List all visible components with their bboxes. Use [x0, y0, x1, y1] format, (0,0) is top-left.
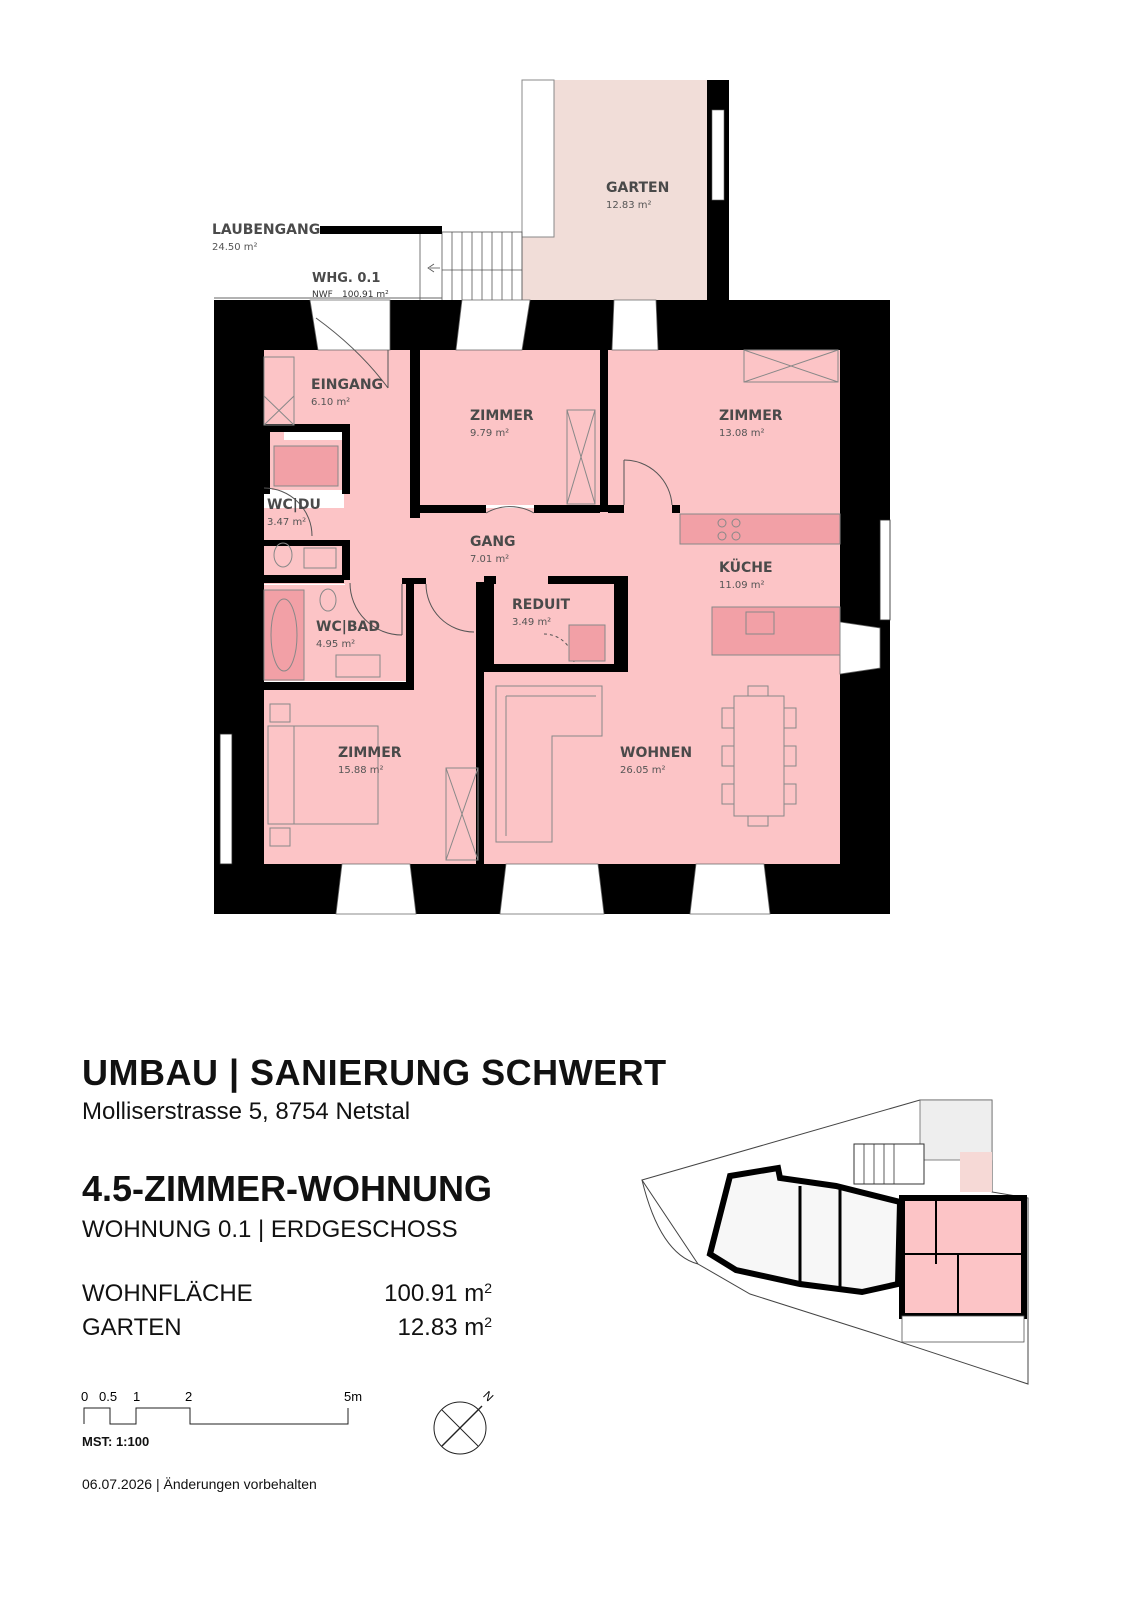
room-area-laubengang: 24.50 m²: [212, 242, 258, 253]
area-value: 12.83 m: [397, 1314, 485, 1341]
garden-area: [521, 79, 729, 302]
scale-tick-1: 1: [133, 1389, 140, 1404]
room-area-garten: 12.83 m²: [606, 200, 652, 211]
unit-nwf-value: 100.91 m²: [342, 290, 389, 300]
unit-detail: WOHNUNG 0.1 | ERDGESCHOSS: [82, 1216, 458, 1243]
room-name-laubengang: LAUBENGANG: [212, 222, 320, 238]
project-address: Molliserstrasse 5, 8754 Netstal: [82, 1098, 411, 1125]
room-name-wohnen: WOHNEN: [620, 745, 692, 761]
room-labels: GARTEN 12.83 m² LAUBENGANG 24.50 m² WHG.…: [212, 180, 783, 776]
unit-nwf-label: NWF: [312, 290, 333, 300]
area-value: 100.91 m: [384, 1280, 485, 1307]
area-unit-sup: 2: [484, 1314, 492, 1330]
north-arrow: N: [433, 1388, 496, 1455]
laubengang-rail: [214, 226, 442, 299]
windows: [219, 299, 891, 915]
area-value-wrap: 12.83 m2: [397, 1314, 492, 1342]
scale-label: MST: 1:100: [82, 1434, 150, 1449]
room-name-gang: GANG: [470, 534, 516, 550]
project-title: UMBAU | SANIERUNG SCHWERT: [82, 1052, 667, 1093]
room-area-zimmer-2: 13.08 m²: [719, 428, 765, 439]
room-area-wcbad: 4.95 m²: [316, 639, 355, 650]
room-name-zimmer-3: ZIMMER: [338, 745, 402, 761]
furniture: [263, 349, 841, 861]
room-area-reduit: 3.49 m²: [512, 617, 551, 628]
room-name-wcdu: WC|DU: [267, 497, 321, 513]
stairs: [419, 231, 523, 303]
room-area-kueche: 11.09 m²: [719, 580, 765, 591]
room-name-eingang: EINGANG: [311, 377, 383, 393]
room-area-gang: 7.01 m²: [470, 554, 509, 565]
room-name-reduit: REDUIT: [512, 597, 571, 613]
room-name-garten: GARTEN: [606, 180, 669, 196]
footer-note: 06.07.2026 | Änderungen vorbehalten: [82, 1476, 317, 1492]
scale-tick-0: 0: [81, 1389, 88, 1404]
room-name-wcbad: WC|BAD: [316, 619, 380, 635]
floor-plan: GARTEN 12.83 m² LAUBENGANG 24.50 m² WHG.…: [212, 79, 891, 915]
room-area-wcdu: 3.47 m²: [267, 517, 306, 528]
room-name-kueche: KÜCHE: [719, 558, 773, 576]
room-area-eingang: 6.10 m²: [311, 397, 350, 408]
scale-bar: 0 0.5 1 2 5m: [81, 1389, 362, 1425]
area-unit-sup: 2: [484, 1280, 492, 1296]
room-area-zimmer-1: 9.79 m²: [470, 428, 509, 439]
unit-type: 4.5-ZIMMER-WOHNUNG: [82, 1168, 492, 1209]
scale-and-north: 0 0.5 1 2 5m N: [81, 1388, 496, 1455]
room-area-wohnen: 26.05 m²: [620, 765, 666, 776]
area-value-wrap: 100.91 m2: [384, 1280, 492, 1308]
room-area-zimmer-3: 15.88 m²: [338, 765, 384, 776]
key-plan: [641, 1099, 1029, 1385]
scale-tick-2: 2: [185, 1389, 192, 1404]
north-label: N: [480, 1388, 496, 1404]
room-name-zimmer-2: ZIMMER: [719, 408, 783, 424]
area-label: GARTEN: [82, 1314, 182, 1341]
scale-tick-05: 0.5: [99, 1389, 117, 1404]
area-label: WOHNFLÄCHE: [82, 1280, 253, 1307]
room-name-zimmer-1: ZIMMER: [470, 408, 534, 424]
interior-walls: [262, 350, 680, 874]
scale-tick-5m: 5m: [344, 1389, 362, 1404]
unit-name: WHG. 0.1: [312, 271, 380, 286]
